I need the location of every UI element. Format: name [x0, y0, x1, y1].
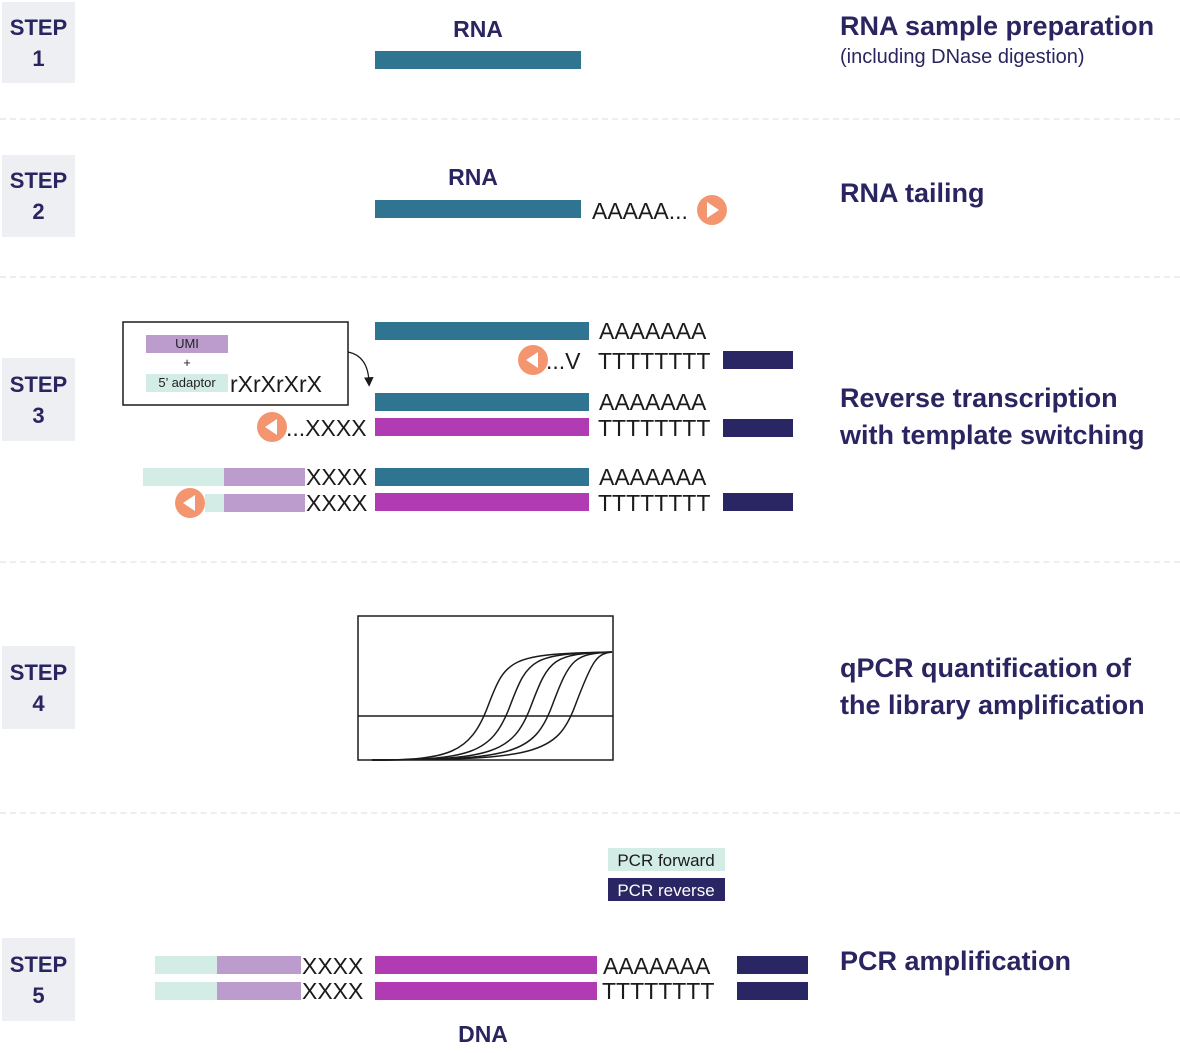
step-4-label: STEP	[9, 659, 68, 685]
step-3-label: STEP	[9, 371, 68, 397]
amplification-curve	[371, 651, 613, 761]
adaptor-5-top	[155, 956, 217, 974]
qpcr-frame	[357, 615, 614, 761]
step-1-subtitle: (including DNase digestion)	[840, 46, 1085, 68]
oligo-dt-3b	[723, 419, 793, 437]
divider-1	[0, 118, 1180, 120]
poly-t-3b: TTTTTTTT	[598, 415, 710, 441]
step-2-badge: STEP 2	[2, 155, 75, 237]
poly-a-tail-step2: AAAAA...	[592, 198, 688, 224]
oligo-dt-3c	[723, 493, 793, 511]
rx-sequence: rXrXrXrX	[230, 371, 322, 397]
poly-t-3c: TTTTTTTT	[598, 490, 710, 516]
step-1-title: RNA sample preparation	[840, 11, 1155, 41]
pcr-reverse-legend	[608, 878, 725, 901]
oligo-dt-5-bottom	[737, 982, 808, 1000]
cdna-strand-3b	[375, 418, 589, 436]
primer-arrow-left-icon	[257, 412, 287, 442]
xxxx-dots-3b: ...XXXX	[286, 415, 367, 441]
umi-5-top	[217, 956, 301, 974]
poly-t-5: TTTTTTTT	[602, 978, 714, 1004]
adaptor-3c-top	[143, 468, 224, 486]
amplification-curve	[371, 651, 613, 761]
umi-label: UMI	[175, 336, 199, 351]
dna-strand-5-top	[375, 956, 597, 974]
qpcr-plot	[357, 615, 614, 761]
amplification-curve	[371, 651, 613, 761]
step-1-label: STEP	[9, 14, 68, 40]
adaptor-label: 5’ adaptor	[158, 375, 216, 390]
step-5-title: PCR amplification	[840, 946, 1072, 976]
adaptor-3c-bottom	[205, 494, 224, 512]
step-5-number: 5	[32, 982, 45, 1008]
step-4-badge: STEP 4	[2, 646, 75, 729]
rna-strand-3c	[375, 468, 589, 486]
step-2-title: RNA tailing	[840, 178, 985, 208]
step-5-label: STEP	[9, 951, 68, 977]
step-1-badge: STEP 1	[2, 2, 75, 83]
pcr-reverse-label: PCR reverse	[617, 881, 714, 900]
xxxx-5-top: XXXX	[302, 953, 363, 979]
amplification-curve	[371, 651, 613, 761]
step-3-number: 3	[32, 402, 45, 428]
divider-2	[0, 276, 1180, 278]
adaptor-block	[146, 374, 228, 392]
plus-sign: +	[183, 355, 191, 370]
rna-strand-3b	[375, 393, 589, 411]
step-3-badge: STEP 3	[2, 358, 75, 441]
divider-4	[0, 812, 1180, 814]
primer-arrow-left-icon	[518, 345, 548, 375]
cdna-strand-3c	[375, 493, 589, 511]
step-4-number: 4	[32, 690, 45, 716]
step-4-title-line-1: qPCR quantification of	[840, 653, 1131, 683]
poly-a-3b: AAAAAAA	[599, 389, 707, 415]
primer-arrow-left-icon	[175, 488, 205, 518]
pcr-forward-label: PCR forward	[617, 851, 714, 870]
rna-strand-step1	[375, 51, 581, 69]
rna-strand-step2	[375, 200, 581, 218]
primer-arrow-right-icon	[697, 195, 727, 225]
poly-t-3a: TTTTTTTT	[598, 348, 710, 374]
umi-3c-bottom	[224, 494, 305, 512]
step-1-number: 1	[32, 45, 45, 71]
umi-5-bottom	[217, 982, 301, 1000]
rna-label-step1: RNA	[453, 16, 503, 42]
step-5-badge: STEP 5	[2, 938, 75, 1021]
rna-strand-3a	[375, 322, 589, 340]
poly-a-3a: AAAAAAA	[599, 318, 707, 344]
v-anchor-label: ...V	[546, 348, 581, 374]
divider-3	[0, 561, 1180, 563]
step-2-number: 2	[32, 199, 45, 224]
step-3-title-line-1: Reverse transcription	[840, 383, 1118, 413]
xxxx-3c-bottom: XXXX	[306, 490, 367, 516]
oligo-dt-5-top	[737, 956, 808, 974]
step-2-label: STEP	[9, 168, 68, 193]
umi-3c-top	[224, 468, 305, 486]
step-4-title-line-2: the library amplification	[840, 690, 1145, 720]
curved-arrow-icon	[347, 351, 374, 387]
oligo-dt-3a	[723, 351, 793, 369]
poly-a-5: AAAAAAA	[603, 953, 711, 979]
rna-label-step2: RNA	[448, 164, 498, 190]
umi-block	[146, 335, 228, 353]
pcr-forward-legend	[608, 848, 725, 871]
dna-strand-5-bottom	[375, 982, 597, 1000]
dna-label-step5: DNA	[458, 1021, 508, 1047]
xxxx-3c-top: XXXX	[306, 464, 367, 490]
xxxx-5-bottom: XXXX	[302, 978, 363, 1004]
step-3-title-line-2: with template switching	[840, 420, 1145, 450]
adaptor-5-bottom	[155, 982, 217, 1000]
poly-a-3c: AAAAAAA	[599, 464, 707, 490]
